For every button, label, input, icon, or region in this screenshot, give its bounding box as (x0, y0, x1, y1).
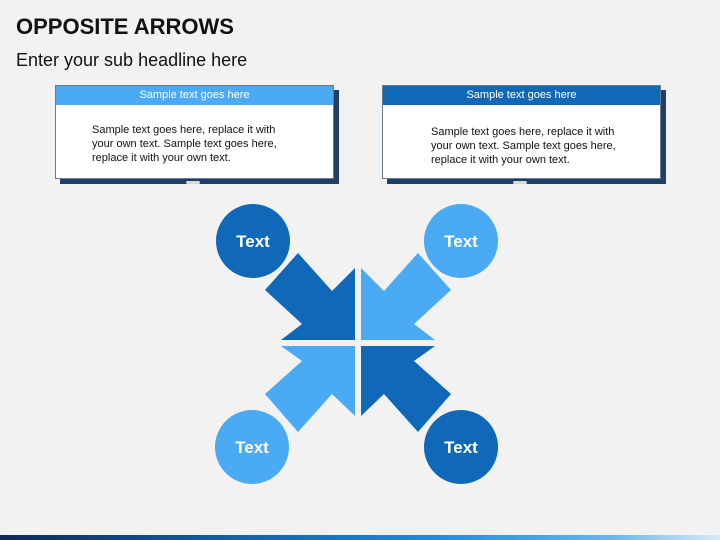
circle-top-left-label: Text (236, 232, 270, 251)
text-box-right-line-3: replace it with your own text. (431, 154, 570, 166)
box-left-marker (186, 181, 200, 184)
slide-subtitle: Enter your sub headline here (16, 50, 248, 70)
footer-gradient-bar (0, 535, 720, 540)
text-box-right-body: Sample text goes here, replace it with y… (383, 105, 660, 167)
arrow-top-left (265, 253, 355, 340)
text-box-left-line-1: Sample text goes here, replace it with (92, 124, 276, 136)
text-box-right-line-1: Sample text goes here, replace it with (431, 126, 615, 138)
text-box-right-line-2: your own text. Sample text goes here, (431, 140, 616, 152)
text-box-left-body: Sample text goes here, replace it with y… (56, 105, 333, 165)
text-box-left-line-2: your own text. Sample text goes here, (92, 138, 277, 150)
text-box-left-header: Sample text goes here (56, 86, 333, 105)
circle-bottom-left-label: Text (235, 438, 269, 457)
text-box-right: Sample text goes here Sample text goes h… (382, 85, 661, 179)
arrow-bottom-left (265, 346, 355, 432)
arrow-bottom-right (361, 346, 451, 432)
arrow-top-right (361, 253, 451, 340)
circle-top-right-label: Text (444, 232, 478, 251)
circle-bottom-right-label: Text (444, 438, 478, 457)
text-box-left-line-3: replace it with your own text. (92, 152, 231, 164)
circle-top-right (424, 204, 498, 278)
box-right-marker (513, 181, 527, 184)
circle-bottom-right (424, 410, 498, 484)
circle-bottom-left (215, 410, 289, 484)
slide-title: OPPOSITE ARROWS (16, 14, 234, 39)
text-box-right-header: Sample text goes here (383, 86, 660, 105)
circle-top-left (216, 204, 290, 278)
text-box-left: Sample text goes here Sample text goes h… (55, 85, 334, 179)
